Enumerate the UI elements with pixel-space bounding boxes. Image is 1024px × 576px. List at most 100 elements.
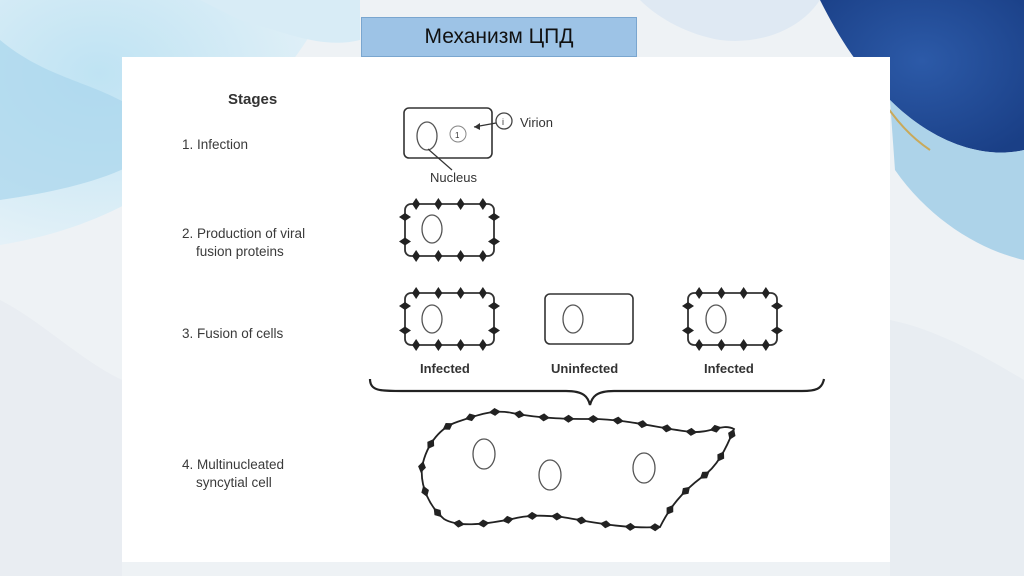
fusion-protein-spike xyxy=(501,515,514,524)
fusion-protein-spike xyxy=(421,485,429,497)
fusion-protein-spike xyxy=(761,339,770,351)
fusion-protein-spike xyxy=(699,471,710,479)
fusion-protein-spike xyxy=(739,339,748,351)
fusion-protein-spike xyxy=(434,198,443,210)
fusion-protein-spike xyxy=(695,287,704,299)
fusion-protein-spike xyxy=(452,519,465,528)
infected-right-label: Infected xyxy=(704,361,754,376)
fusion-protein-spike xyxy=(624,522,637,531)
fusion-protein-spike xyxy=(685,427,698,436)
fusion-protein-spike xyxy=(434,339,443,351)
fusion-protein-spike xyxy=(660,424,673,433)
svg-text:i: i xyxy=(502,117,504,127)
fusion-protein-spike xyxy=(599,520,612,529)
nucleus-ellipse xyxy=(421,214,443,244)
cpe-mechanism-diagram: 1 i Virion Nucleus Infected Uninfecte xyxy=(368,107,826,532)
fusion-protein-spike xyxy=(636,420,649,429)
stage-4-label-line2: syncytial cell xyxy=(196,475,272,490)
fusion-protein-spike xyxy=(513,410,526,419)
virion-label: Virion xyxy=(520,115,553,130)
fusion-protein-spike xyxy=(399,237,411,246)
virion-icon xyxy=(495,112,513,130)
fusion-protein-spike xyxy=(728,428,736,440)
fusion-protein-spike xyxy=(681,486,690,496)
infected-cell-right xyxy=(687,292,778,346)
fusion-protein-spike xyxy=(418,461,426,473)
fusion-protein-spikes xyxy=(399,198,783,532)
fusion-protein-spike xyxy=(550,512,563,521)
fusion-protein-spike xyxy=(478,339,487,351)
nucleus-ellipse xyxy=(705,304,727,334)
fusion-protein-spike xyxy=(717,287,726,299)
brace xyxy=(368,378,826,406)
nucleus-label: Nucleus xyxy=(430,170,477,185)
diagram-panel: Stages 1. Infection 2. Production of vir… xyxy=(122,57,890,562)
fusion-protein-spike xyxy=(434,287,443,299)
fusion-protein-spike xyxy=(695,339,704,351)
nucleus-ellipse xyxy=(472,438,496,470)
stage-2-label: 2. Production of viral xyxy=(182,226,306,241)
fusion-protein-spike xyxy=(456,250,465,262)
nucleus-ellipse xyxy=(416,121,438,151)
fusion-protein-spike xyxy=(587,415,600,424)
nucleus-ellipse xyxy=(632,452,656,484)
fusion-protein-spike xyxy=(739,287,748,299)
fusion-protein-spike xyxy=(478,198,487,210)
fusion-protein-spike xyxy=(456,287,465,299)
fusion-protein-spike xyxy=(709,424,722,433)
fusion-protein-spike xyxy=(434,250,443,262)
nucleus-ellipse xyxy=(562,304,584,334)
fusion-protein-spike xyxy=(649,523,662,532)
fusion-protein-spike xyxy=(771,326,783,335)
stages-heading: Stages xyxy=(228,91,278,108)
infected-cell-left xyxy=(404,292,495,346)
fusion-protein-spike xyxy=(537,413,550,422)
fusion-protein-spike xyxy=(464,413,477,422)
fusion-protein-spike xyxy=(433,507,442,518)
virion-inside-icon xyxy=(449,125,467,143)
fusion-protein-spike xyxy=(399,326,411,335)
uninfected-cell xyxy=(544,293,634,345)
fusion-protein-spike xyxy=(771,302,783,310)
fusion-protein-spike xyxy=(562,414,575,423)
infected-left-label: Infected xyxy=(420,361,470,376)
fusion-protein-spike xyxy=(412,339,421,351)
fusion-protein-spike xyxy=(666,504,674,515)
fusion-protein-spike xyxy=(488,213,500,221)
nucleus-ellipse xyxy=(421,304,443,334)
fusion-protein-spike xyxy=(488,407,501,416)
fusion-protein-spike xyxy=(682,326,694,335)
stage-4-label: 4. Multinucleated xyxy=(182,457,285,472)
stage-1-cell: 1 i xyxy=(403,107,513,171)
fusion-protein-spike xyxy=(412,250,421,262)
slide-title: Механизм ЦПД xyxy=(361,17,637,57)
fusion-protein-spike xyxy=(456,198,465,210)
fusion-protein-spike xyxy=(488,302,500,310)
fusion-protein-spike xyxy=(682,302,694,310)
fusion-protein-spike xyxy=(442,422,453,430)
stage-1-label: 1. Infection xyxy=(182,137,249,152)
fusion-protein-spike xyxy=(478,250,487,262)
fusion-protein-spike xyxy=(761,287,770,299)
fusion-protein-spike xyxy=(488,237,500,246)
fusion-protein-spike xyxy=(399,213,411,221)
fusion-protein-spike xyxy=(456,339,465,351)
fusion-protein-spike xyxy=(427,438,435,450)
syncytial-cell-outline xyxy=(420,410,736,529)
fusion-protein-spike xyxy=(611,416,624,425)
uninfected-label: Uninfected xyxy=(551,361,618,376)
fusion-protein-spike xyxy=(399,302,411,310)
stage-3-label: 3. Fusion of cells xyxy=(182,326,284,341)
fusion-protein-spike xyxy=(575,516,588,525)
stage-2-cell xyxy=(404,203,495,257)
fusion-protein-spike xyxy=(478,287,487,299)
fusion-protein-spike xyxy=(526,511,539,520)
fusion-protein-spike xyxy=(477,519,490,528)
fusion-protein-spike xyxy=(717,339,726,351)
fusion-protein-spike xyxy=(717,451,725,462)
fusion-protein-spike xyxy=(488,326,500,335)
fusion-protein-spike xyxy=(412,287,421,299)
fusion-protein-spike xyxy=(412,198,421,210)
svg-text:1: 1 xyxy=(455,131,460,140)
nucleus-ellipse xyxy=(538,459,562,491)
